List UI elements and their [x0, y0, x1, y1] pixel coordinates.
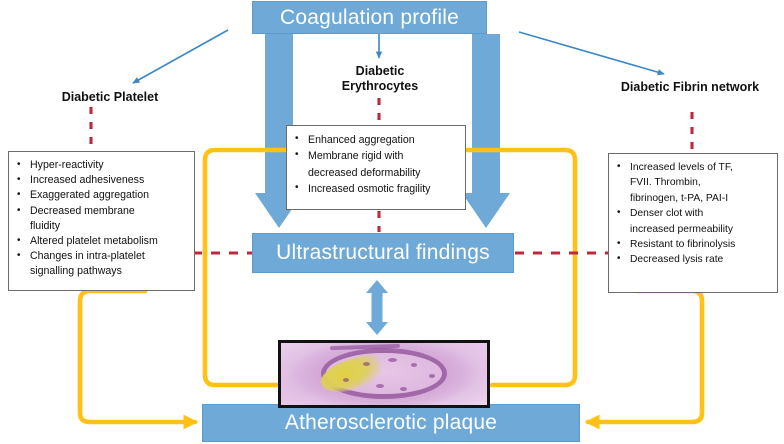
fibrin-features-list: Increased levels of TF, FVII. Thrombin, fi…: [611, 159, 775, 268]
ultrastructural-findings-box[interactable]: Ultrastructural findings: [252, 233, 514, 273]
bullet-item: Hyper-reactivity: [11, 157, 190, 173]
histology-speck: [429, 374, 436, 378]
bullet-item: Resistant to fibrinolysis: [611, 236, 775, 252]
histology-speck: [388, 357, 398, 362]
bullet-item: signalling pathways: [30, 265, 122, 278]
yellow-loop-left-outer: [77, 288, 199, 430]
platelet-features-box: Hyper-reactivityIncreased adhesivenessEx…: [8, 151, 195, 291]
bullet-item: Decreased lysis rate: [611, 251, 775, 267]
histology-speck: [400, 387, 408, 392]
ultrastructural-findings-label: Ultrastructural findings: [276, 241, 490, 264]
bullet-item: fluidity: [30, 219, 61, 232]
histology-speck: [410, 363, 417, 368]
histology-tissue: [281, 343, 487, 405]
coagulation-profile-box[interactable]: Coagulation profile: [252, 1, 487, 34]
histology-speck: [363, 361, 371, 366]
bullet-item: FVII. Thrombin,: [630, 177, 701, 189]
platelet-features-list: Hyper-reactivityIncreased adhesivenessEx…: [11, 157, 190, 280]
yellow-loop-right-inner: [463, 147, 578, 388]
bullet-item: Decreased membrane: [11, 203, 190, 219]
bullet-item: Exaggerated aggregation: [11, 187, 190, 203]
fibrin-features-box: Increased levels of TF, FVII. Thrombin, fi…: [608, 153, 778, 293]
heading-diabetic-fibrin-network: Diabetic Fibrin network: [620, 80, 760, 94]
double-arrow-findings-plaque: [366, 280, 388, 335]
yellow-loop-left-inner: [202, 147, 289, 388]
bullet-item: Increased adhesiveness: [11, 172, 190, 188]
erythrocyte-features-list: Enhanced aggregationMembrane rigid with d…: [289, 131, 463, 198]
bullet-item: Changes in intra-platelet: [11, 248, 190, 264]
histology-adventitia: [330, 344, 401, 351]
heading-diabetic-platelet: Diabetic Platelet: [61, 90, 159, 104]
arrow-coagulation-to-fibrin: [518, 31, 665, 76]
atherosclerotic-plaque-histology-image: [278, 340, 490, 408]
arrow-coagulation-to-platelet: [132, 29, 229, 84]
bullet-item: Increased levels of TF,: [611, 159, 775, 175]
histology-speck: [375, 383, 384, 388]
atherosclerotic-plaque-label: Atherosclerotic plaque: [284, 411, 498, 434]
erythrocyte-features-box: Enhanced aggregationMembrane rigid with d…: [286, 125, 466, 210]
thick-arrow-right-down: [462, 34, 510, 228]
bullet-item: Increased osmotic fragility: [289, 180, 463, 197]
bullet-item: Denser clot with: [611, 205, 775, 221]
atherosclerotic-plaque-box[interactable]: Atherosclerotic plaque: [202, 404, 580, 442]
histology-speck: [342, 377, 349, 382]
bullet-item: increased permeability: [630, 223, 734, 235]
bullet-item: Membrane rigid with: [289, 147, 463, 164]
bullet-item: Altered platelet metabolism: [11, 233, 190, 249]
coagulation-profile-label: Coagulation profile: [280, 5, 459, 29]
heading-diabetic-erythrocytes: Diabetic Erythrocytes: [341, 64, 419, 93]
bullet-item: Enhanced aggregation: [289, 131, 463, 148]
yellow-loop-right-outer: [584, 288, 705, 430]
bullet-item: decreased deformability: [308, 166, 421, 179]
bullet-item: fibrinogen, t-PA, PAI-I: [630, 192, 729, 204]
